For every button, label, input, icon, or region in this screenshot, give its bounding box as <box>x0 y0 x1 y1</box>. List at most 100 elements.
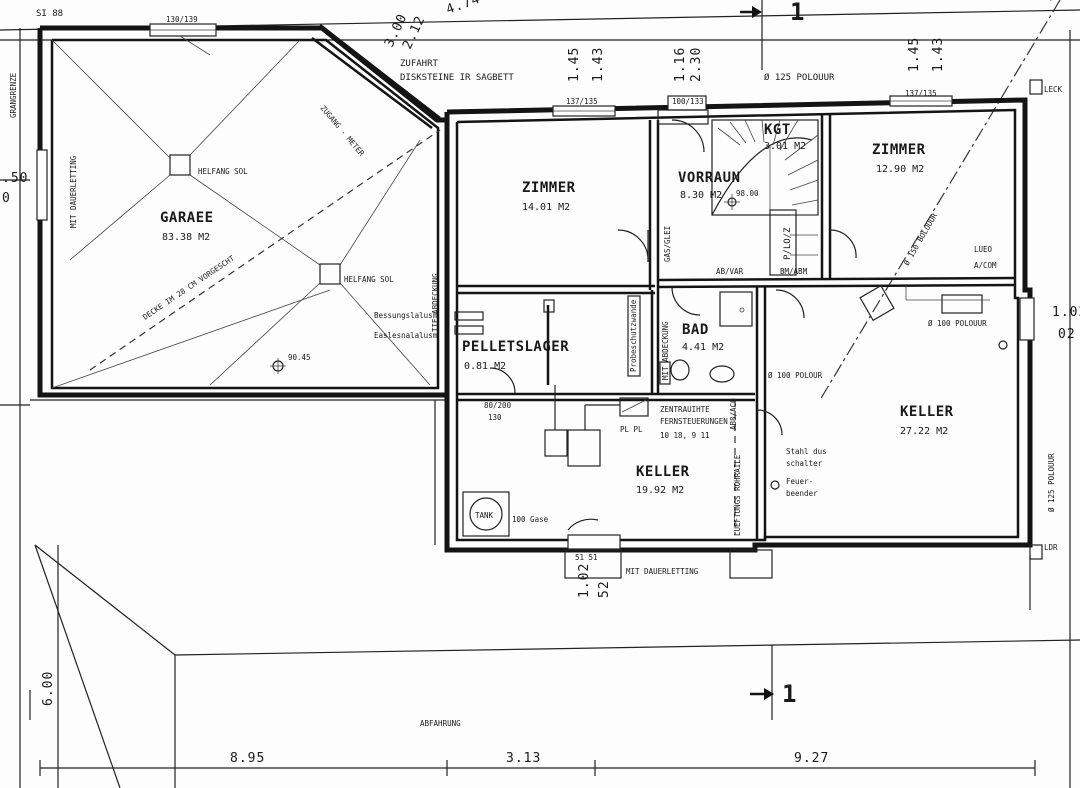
note-dn100a: Ø 100 POLOUUR <box>928 319 987 328</box>
ventilation-box <box>941 294 983 314</box>
note-polour-top: Ø 125 POLOUUR <box>764 72 835 83</box>
note-ecke-bottom: LDR <box>1044 543 1058 552</box>
note-pellet-door: 80/200 <box>484 401 512 410</box>
dim-474: 4.74 <box>444 0 482 18</box>
note-dn125-right: Ø 125 POLOUUR <box>1047 453 1056 512</box>
garage-name: GARAEE <box>160 210 214 226</box>
driveway-slope-1 <box>34 544 176 656</box>
note-abdeckung: MIT ABDECKUNG <box>661 321 670 380</box>
note-pl: PL PL <box>620 425 643 434</box>
zimmer-left-name: ZIMMER <box>522 180 576 196</box>
ventilation-unit <box>859 284 895 322</box>
note-grundgrenze: GRANGRENZE <box>9 72 18 118</box>
vorraum-area: 8.30 M2 <box>680 190 722 201</box>
note-helfang-bottom: HELFANG SOL <box>344 275 394 284</box>
garage-roof-line <box>51 289 331 389</box>
note-gasfield: GAS/GLEI <box>663 226 672 262</box>
door-swing-pellet[interactable] <box>489 367 516 394</box>
dim-52: 52 <box>597 580 612 598</box>
keller-right-area: 27.22 M2 <box>900 426 948 437</box>
entrance-wall-inner <box>311 37 433 129</box>
note-daueuletung-left: MIT DAUERLETTING <box>69 155 78 228</box>
garage-left-door <box>36 149 48 221</box>
pellet-fill-pipe-2 <box>454 325 484 335</box>
note-keller2: schalter <box>786 459 823 468</box>
boiler <box>567 429 601 467</box>
pellet-hopper <box>544 429 568 457</box>
note-dn150: Ø 150 BOLOUUR <box>902 211 939 267</box>
garage-roof-line <box>339 282 431 386</box>
win-label-3: 100/133 <box>672 97 704 106</box>
win-label-1: 130/139 <box>166 15 198 24</box>
door-swing-entrance[interactable] <box>671 119 705 153</box>
note-vorraum-level: 98.00 <box>736 189 759 198</box>
corner-post-bottom <box>1029 544 1043 560</box>
shower-tray <box>719 291 753 327</box>
note-helfang-top: HELFANG SOL <box>198 167 248 176</box>
note-level: 90.45 <box>288 353 311 362</box>
dim-143b: 1.43 <box>931 37 946 72</box>
note-zufahrt: ZUFAHRT <box>400 59 439 69</box>
driveway-edge <box>174 639 1080 656</box>
win-label-5: 51 51 <box>575 553 598 562</box>
dim-02: 02 <box>1058 327 1076 342</box>
door-swing-zimmer2[interactable] <box>829 229 857 259</box>
pellet-wall-panel <box>627 295 641 377</box>
note-keller4: beender <box>786 489 818 498</box>
note-decke: DECKE IM 28 CM VORGESCHT <box>141 253 236 321</box>
bad-area: 4.41 M2 <box>682 342 724 353</box>
door-swing-bad[interactable] <box>671 286 701 316</box>
note-piloz: P/LO/Z <box>783 227 793 260</box>
vorraum-name: VORRAUN <box>678 170 741 186</box>
pelletslager-name: PELLETSLAGER <box>462 339 569 355</box>
corner-post-top <box>1029 79 1043 95</box>
note-abfahrt: ABFAHRUNG <box>420 719 461 728</box>
note-abvar: AB/VAR <box>716 267 744 276</box>
keller-mid-area: 19.92 M2 <box>636 485 684 496</box>
dim-102: 1.02 <box>1052 305 1080 320</box>
dim-116: 1.16 <box>673 47 688 82</box>
note-tech2: FERNSTEUERUNGEN <box>660 417 728 426</box>
dim-927: 9.27 <box>794 751 829 766</box>
vorraum-window-sill <box>657 109 709 125</box>
door-swing-keller-right[interactable] <box>775 289 805 319</box>
section-arrow-top <box>740 6 762 18</box>
note-tech1: ZENTRAUIHTE <box>660 405 710 414</box>
note-bessung1: Bessungslalusm <box>374 311 438 320</box>
garage-roof-line <box>69 174 171 261</box>
dim-0: 0 <box>2 191 11 206</box>
house-inner-wall <box>455 108 1020 542</box>
note-dn100b: Ø 100 POLOUR <box>768 371 823 380</box>
door-swing-zimmer[interactable] <box>617 229 649 263</box>
dim-145b: 1.45 <box>907 37 922 72</box>
note-tank: TANK <box>475 511 494 520</box>
toilet <box>670 359 690 381</box>
note-abdichtung: TIE ABDECKUNG <box>431 273 440 332</box>
door-swing-keller-divider[interactable] <box>756 409 783 436</box>
heating-control-box <box>619 397 649 417</box>
dim-143a: 1.43 <box>591 47 606 82</box>
garage-roof-line <box>51 39 171 159</box>
light-switch-icon <box>770 480 780 490</box>
keller-right-name: KELLER <box>900 404 954 420</box>
keller-window-bottom <box>567 534 621 550</box>
zimmer-right-area: 12.90 M2 <box>876 164 924 175</box>
note-pellet-num: 130 <box>488 413 502 422</box>
dim-145a: 1.45 <box>567 47 582 82</box>
wall-vorraum-bottom <box>657 276 1016 282</box>
garage-roof-line <box>339 139 421 266</box>
diagonal-dashdot <box>819 0 1061 401</box>
win-label-2: 137/135 <box>566 97 598 106</box>
entrance-wall <box>319 24 441 119</box>
kgt-area: 3.01 M2 <box>764 141 806 152</box>
section-marker-bottom: 1 <box>782 680 796 708</box>
washbasin <box>709 365 735 383</box>
staircase <box>711 119 819 276</box>
garage-roof-line <box>189 39 301 156</box>
pellet-fill-pipe <box>454 311 484 321</box>
driveway-slope-2 <box>34 544 121 788</box>
note-bessung2: Easlesnalalusm <box>374 331 438 340</box>
door-swing-keller[interactable] <box>567 518 599 531</box>
water-tank <box>469 497 503 531</box>
